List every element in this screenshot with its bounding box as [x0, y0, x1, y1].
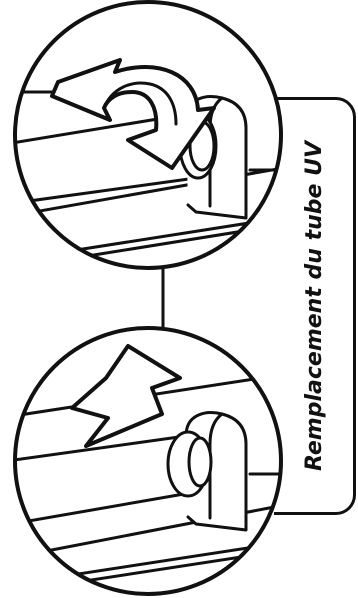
- top-detail-circle: [13, 0, 283, 270]
- curved-arrow-icon: [50, 58, 216, 170]
- step-rotate-detail: [15, 58, 281, 268]
- bottom-detail-circle: [13, 326, 283, 596]
- diagram-label: Remplacement du tube UV: [302, 141, 327, 471]
- up-arrow-icon: [70, 344, 182, 448]
- label-frame: [274, 97, 356, 515]
